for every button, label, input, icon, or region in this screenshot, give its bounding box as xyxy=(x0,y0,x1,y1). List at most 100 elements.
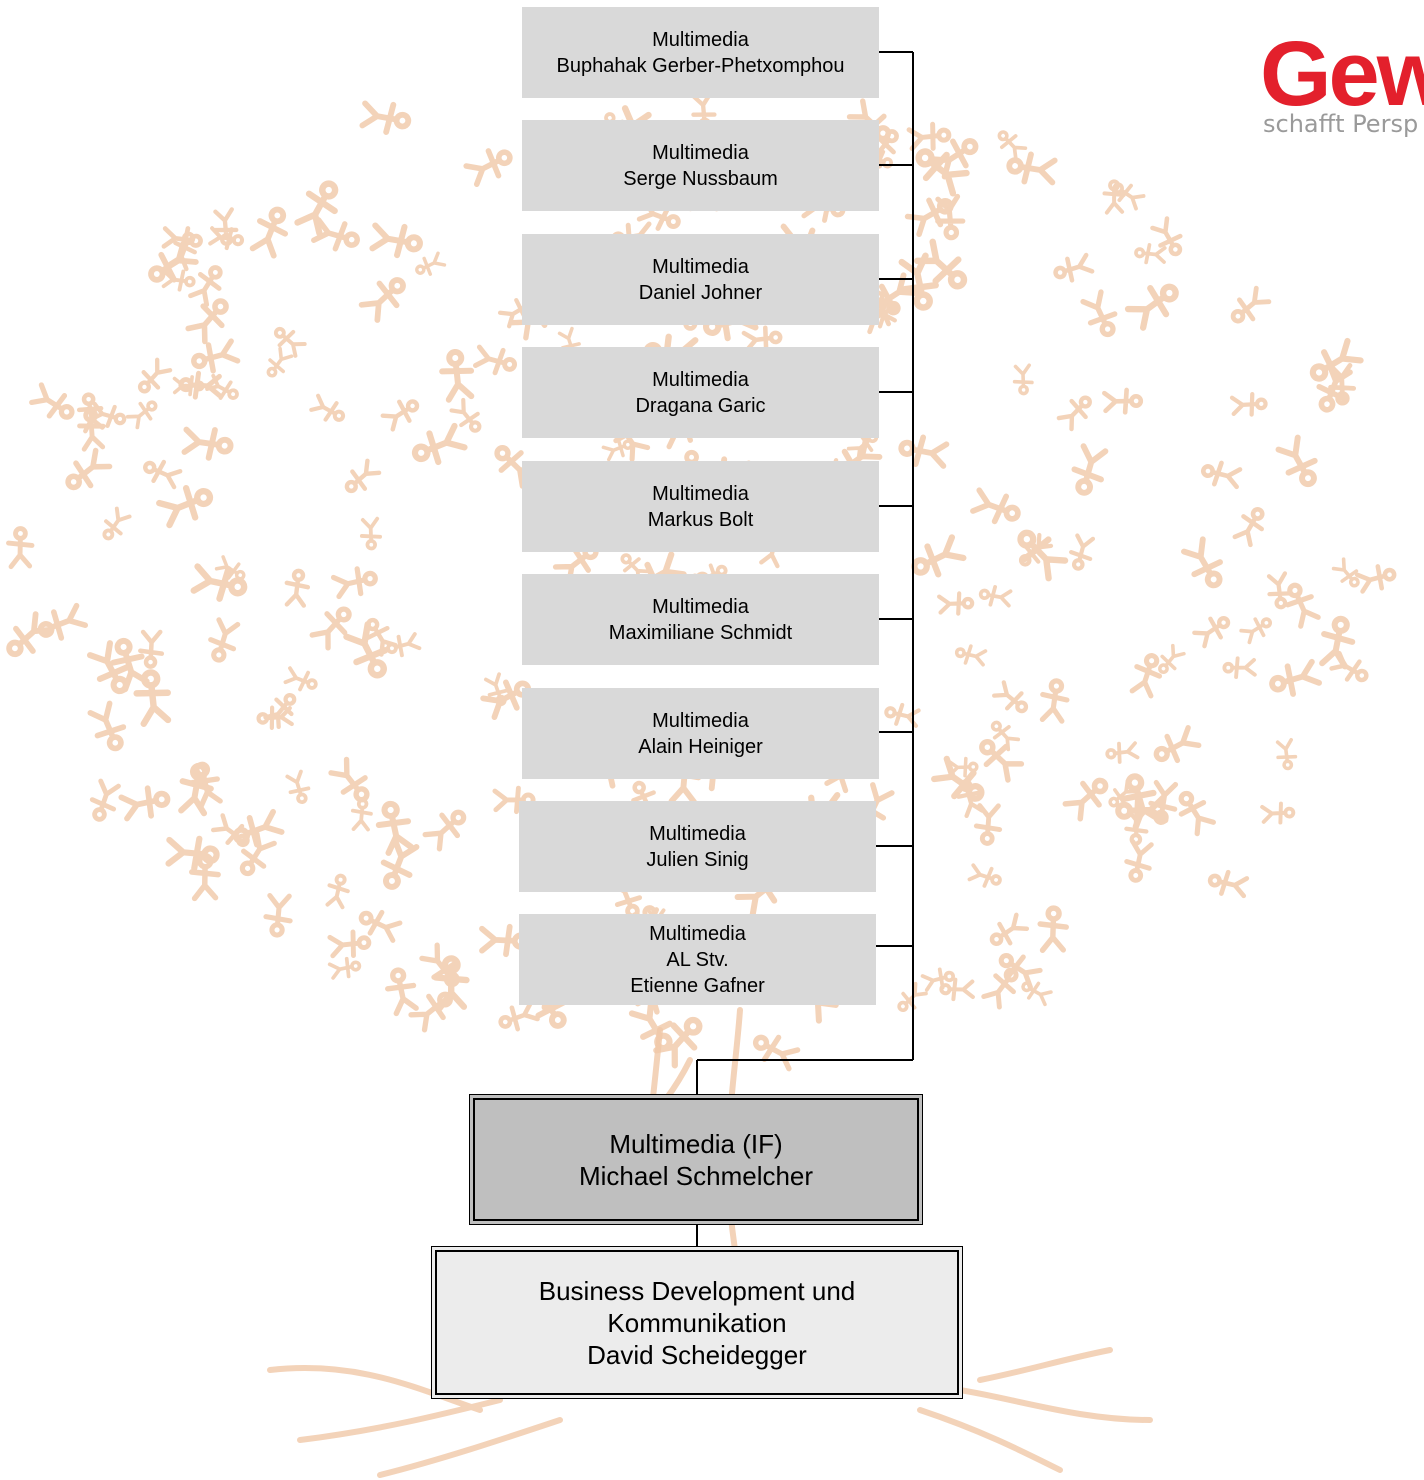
figure-glyph xyxy=(463,148,513,188)
staff-name: Markus Bolt xyxy=(647,508,754,531)
figure-glyph xyxy=(191,338,241,374)
figure-glyph xyxy=(904,197,954,238)
figure-glyph xyxy=(359,516,383,551)
department-head-name: David Scheidegger xyxy=(587,1339,807,1370)
figure-glyph xyxy=(1229,392,1268,417)
staff-role: Multimedia xyxy=(652,709,749,732)
figure-glyph xyxy=(432,955,470,1012)
figure-glyph xyxy=(161,269,196,292)
figure-glyph xyxy=(998,952,1043,990)
figure-glyph xyxy=(1039,678,1070,724)
figure-glyph xyxy=(327,956,362,980)
staff-box: Multimedia Julien Sinig xyxy=(519,801,876,892)
figure-glyph xyxy=(1260,801,1296,825)
figure-glyph xyxy=(76,392,105,434)
figure-glyph xyxy=(1181,536,1223,589)
figure-glyph xyxy=(915,148,970,197)
figure-glyph xyxy=(189,852,221,902)
figure-glyph xyxy=(449,397,482,433)
figure-glyph xyxy=(350,798,373,832)
figure-glyph xyxy=(208,226,245,251)
figure-glyph xyxy=(935,193,966,241)
figure-glyph xyxy=(911,534,967,578)
staff-box: Multimedia Dragana Garic xyxy=(522,347,879,438)
figure-glyph xyxy=(118,785,171,822)
figure-glyph xyxy=(422,809,467,852)
figure-glyph xyxy=(914,238,968,290)
figure-glyph xyxy=(1285,582,1321,629)
figure-glyph xyxy=(653,1016,703,1069)
figure-glyph xyxy=(205,373,239,400)
department-line-2: Kommunikation xyxy=(607,1307,787,1338)
figure-glyph xyxy=(294,180,339,237)
figure-glyph xyxy=(358,909,403,943)
figure-glyph xyxy=(1124,283,1179,331)
figure-glyph xyxy=(524,977,567,1029)
figure-glyph xyxy=(620,553,651,584)
company-logo: Gew schafft Persp xyxy=(1258,28,1424,148)
figure-glyph xyxy=(989,912,1030,947)
staff-title: AL Stv. xyxy=(666,948,729,971)
figure-glyph xyxy=(1080,289,1118,338)
staff-role: Multimedia xyxy=(649,922,746,945)
figure-glyph xyxy=(498,1000,540,1032)
figure-glyph xyxy=(494,445,539,489)
figure-glyph xyxy=(415,251,447,276)
figure-glyph xyxy=(249,206,289,259)
staff-box: Multimedia Markus Bolt xyxy=(522,461,879,552)
figure-glyph xyxy=(87,700,127,752)
department-head-inner: Business Development und Kommunikation D… xyxy=(435,1250,959,1395)
figure-glyph xyxy=(411,422,468,466)
figure-glyph xyxy=(970,487,1021,525)
figure-glyph xyxy=(138,629,165,669)
figure-glyph xyxy=(939,977,975,1002)
figure-glyph xyxy=(1158,643,1186,675)
figure-glyph xyxy=(239,831,277,877)
figure-glyph xyxy=(6,611,55,658)
figure-glyph xyxy=(1222,656,1257,680)
staff-box: Multimedia Serge Nussbaum xyxy=(522,120,879,211)
figure-glyph xyxy=(65,447,113,491)
logo-tagline: schafft Persp xyxy=(1263,110,1419,138)
staff-role: Multimedia xyxy=(652,141,749,164)
figure-glyph xyxy=(181,426,234,461)
figure-glyph xyxy=(973,803,1003,846)
staff-role: Multimedia xyxy=(652,595,749,618)
figure-glyph xyxy=(741,325,783,353)
figure-glyph xyxy=(328,756,370,803)
staff-name: Alain Heiniger xyxy=(638,735,763,758)
figure-glyph xyxy=(266,346,294,378)
figure-glyph xyxy=(1200,460,1243,490)
staff-box: Multimedia Buphahak Gerber-Phetxomphou xyxy=(522,7,879,98)
figure-glyph xyxy=(358,277,406,323)
figure-glyph xyxy=(1316,362,1353,413)
figure-glyph xyxy=(190,563,248,602)
figure-glyph xyxy=(1124,839,1154,883)
figure-glyph xyxy=(897,981,928,1013)
figure-glyph xyxy=(1269,658,1323,697)
figure-glyph xyxy=(1134,243,1167,265)
figure-glyph xyxy=(978,585,1013,608)
logo-wordmark: Gew xyxy=(1260,28,1424,125)
figure-glyph xyxy=(110,637,150,693)
figure-glyph xyxy=(1331,557,1360,588)
staff-box: Multimedia Daniel Johner xyxy=(522,234,879,325)
figure-glyph xyxy=(1230,285,1272,324)
figure-glyph xyxy=(380,399,420,432)
figure-glyph xyxy=(636,198,681,231)
figure-glyph xyxy=(188,265,223,308)
figure-glyph xyxy=(1232,507,1265,548)
figure-glyph xyxy=(937,591,975,616)
figure-glyph xyxy=(1056,395,1092,432)
team-lead-box: Multimedia (IF) Michael Schmelcher xyxy=(469,1094,923,1225)
figure-glyph xyxy=(102,506,132,541)
figure-glyph xyxy=(380,837,420,890)
figure-glyph xyxy=(1239,617,1273,645)
figure-glyph xyxy=(1120,773,1162,830)
figure-glyph xyxy=(997,130,1028,161)
staff-name: Maximiliane Schmidt xyxy=(608,621,793,644)
figure-glyph xyxy=(1105,741,1140,764)
figure-glyph xyxy=(1102,387,1144,415)
figure-glyph xyxy=(1129,653,1163,699)
figure-glyph xyxy=(309,606,352,651)
